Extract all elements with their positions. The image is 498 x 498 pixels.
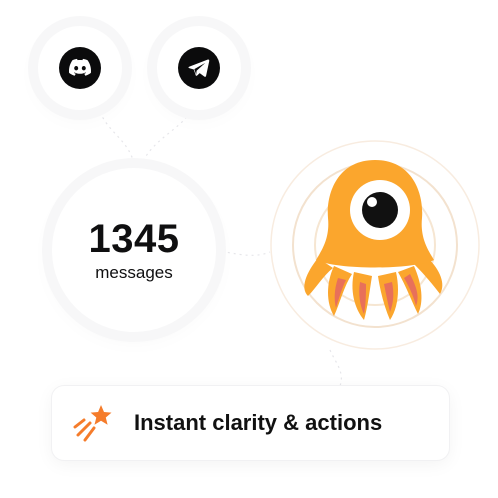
message-count-value: 1345 [88,217,180,261]
shooting-star-icon [73,405,112,442]
message-count-label: messages [95,263,173,282]
instant-clarity-card[interactable]: Instant clarity & actions [52,386,449,460]
message-count-card: 1345 messages [52,168,216,332]
telegram-button[interactable] [157,26,241,110]
discord-icon [59,47,101,89]
octopus-mascot [270,140,480,350]
telegram-icon [178,47,220,89]
discord-button[interactable] [38,26,122,110]
instant-clarity-label: Instant clarity & actions [134,410,383,435]
mascot-area [268,138,482,352]
